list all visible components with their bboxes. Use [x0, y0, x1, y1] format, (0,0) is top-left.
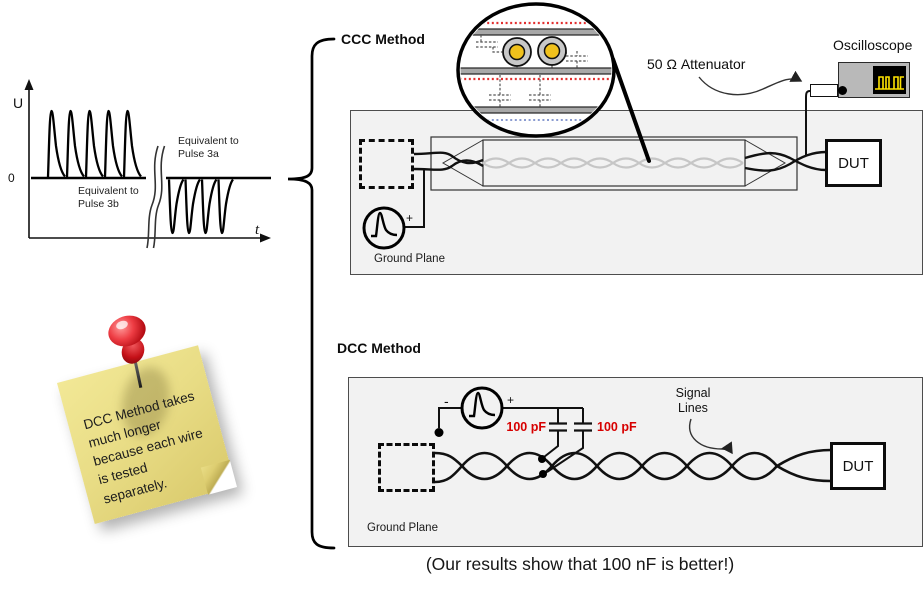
- positive-pulse-train: [46, 109, 143, 179]
- capacitor-plates: [549, 422, 592, 432]
- pulse-waveform-plot: U 0 t: [8, 79, 271, 249]
- ccc-right-wires: [744, 150, 827, 172]
- dcc-twisted-pair: [434, 448, 832, 484]
- ccc-dut-box: DUT: [825, 139, 882, 187]
- ccc-method-title: CCC Method: [341, 31, 425, 47]
- pushpin-icon: [104, 310, 164, 394]
- plot-x-axis-label: t: [255, 222, 260, 238]
- junction-dot: [538, 455, 546, 463]
- signal-lines-label: Signal Lines: [658, 386, 728, 416]
- attenuator-icon: [810, 84, 838, 97]
- dcc-minus-sign: -: [444, 393, 449, 409]
- negative-pulse-train: [167, 178, 235, 235]
- oscilloscope-screen: [873, 66, 906, 94]
- magnifier-pointer-line: [611, 57, 651, 163]
- plot-y-axis-label: U: [13, 95, 23, 111]
- magnifier-circle-outline: [456, 2, 616, 138]
- x-axis-arrow: [260, 233, 271, 243]
- ccc-ground-plane-label: Ground Plane: [374, 253, 445, 265]
- dcc-ground-plane-label: Ground Plane: [367, 522, 438, 534]
- clamp-cross-section-magnifier: [456, 2, 651, 163]
- y-axis-arrow: [24, 79, 34, 90]
- ground-terminal-dot: [434, 428, 444, 437]
- axis-break-mark: [152, 145, 166, 249]
- wire-cross-section: [502, 36, 567, 67]
- ccc-dashed-box: [359, 139, 414, 189]
- annotation-pulse-3b: Equivalent to Pulse 3b: [78, 185, 156, 211]
- coupling-capacitors: [538, 408, 592, 478]
- cap-right-label: 100 pF: [597, 420, 637, 434]
- junction-dot: [539, 470, 547, 478]
- clamp-tapers: [441, 139, 787, 187]
- dcc-circuit: - +: [434, 386, 832, 484]
- ccc-left-wires: [413, 151, 484, 171]
- cap-left-label: 100 pF: [506, 420, 546, 434]
- ccc-circuit: +: [362, 90, 827, 250]
- annotation-pulse-3a-line1: Equivalent to: [178, 135, 239, 147]
- dcc-dashed-box: [378, 443, 435, 492]
- attenuator-callout-arrow: [698, 70, 803, 96]
- dcc-pulse-generator-icon: - +: [434, 386, 583, 437]
- scope-input-connector-dot: [838, 86, 847, 95]
- signal-lines-label-line1: Signal: [675, 386, 711, 400]
- grouping-brace: [287, 37, 336, 550]
- annotation-pulse-3b-line1: Equivalent to: [78, 185, 139, 197]
- ccc-pulse-generator-icon: +: [362, 169, 425, 250]
- dcc-method-title: DCC Method: [337, 340, 421, 356]
- attenuator-label: 50 Ω Attenuator: [647, 56, 746, 72]
- ccc-plus-sign: +: [406, 211, 413, 225]
- clamp-twisted-pair: [482, 157, 744, 169]
- dcc-dut-box: DUT: [830, 442, 886, 490]
- annotation-pulse-3a-line2: Pulse 3a: [178, 148, 219, 161]
- signal-lines-label-line2: Lines: [678, 400, 708, 415]
- axis-break-mark: [146, 145, 159, 249]
- sticky-note-text: DCC Method takes much longer because eac…: [81, 383, 227, 508]
- dcc-setup-panel: [348, 377, 923, 547]
- attenuator-drop-wire: [805, 90, 811, 155]
- oscilloscope-icon: [838, 62, 910, 98]
- oscilloscope-trace: [875, 76, 904, 90]
- plot-zero-label: 0: [8, 171, 15, 185]
- signal-lines-callout-arrow: [689, 418, 733, 455]
- dcc-plus-sign: +: [507, 393, 514, 407]
- bottom-caption: (Our results show that 100 nF is better!…: [425, 554, 735, 574]
- oscilloscope-label: Oscilloscope: [833, 37, 913, 53]
- annotation-pulse-3b-line2: Pulse 3b: [78, 198, 119, 211]
- annotation-pulse-3a: Equivalent to Pulse 3a: [178, 135, 260, 161]
